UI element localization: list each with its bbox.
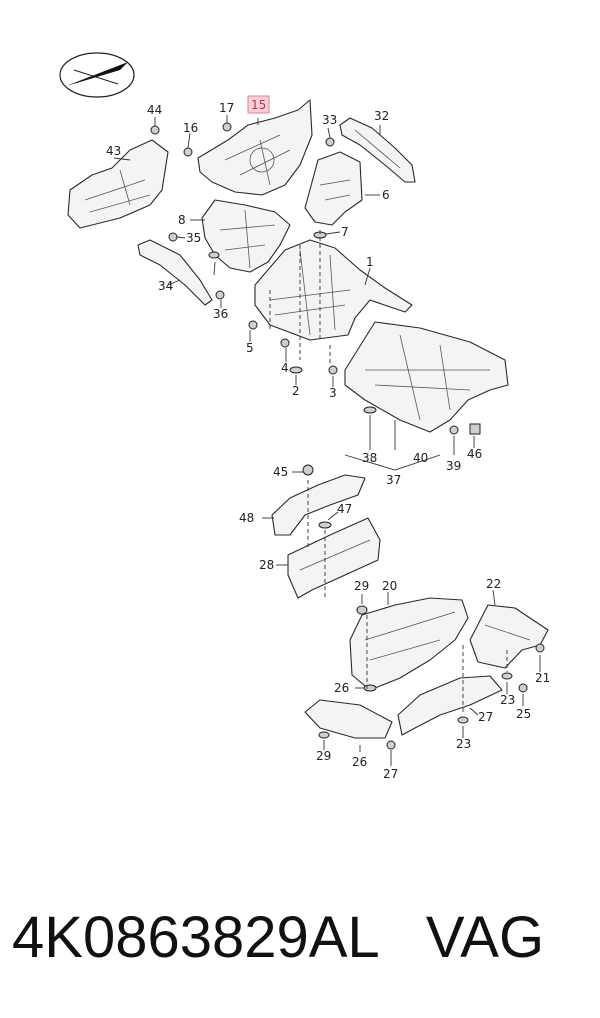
part-32-bracket bbox=[339, 117, 416, 183]
callout: 45 bbox=[273, 465, 288, 479]
callout: 20 bbox=[382, 579, 397, 593]
callout: 37 bbox=[386, 473, 401, 487]
callout: 21 bbox=[535, 671, 550, 685]
orientation-arrow-icon bbox=[59, 52, 135, 98]
callout: 32 bbox=[374, 109, 389, 123]
part-15-shield bbox=[197, 99, 313, 196]
callout: 8 bbox=[178, 213, 186, 227]
callout: 35 bbox=[186, 231, 201, 245]
callout: 25 bbox=[516, 707, 531, 721]
callout: 33 bbox=[322, 113, 337, 127]
callout: 3 bbox=[329, 386, 337, 400]
callout: 36 bbox=[213, 307, 228, 321]
part-47-shield bbox=[287, 517, 381, 599]
callout: 46 bbox=[467, 447, 482, 461]
fasteners bbox=[150, 122, 545, 750]
callout: 48 bbox=[239, 511, 254, 525]
callout: 6 bbox=[382, 188, 390, 202]
part-37-floor-shield bbox=[344, 321, 509, 433]
part-43-shield bbox=[67, 139, 169, 229]
callout-labels: 44 17 16 43 33 32 6 8 7 35 34 1 36 5 4 2… bbox=[106, 101, 550, 781]
callout: 38 bbox=[362, 451, 377, 465]
callout: 39 bbox=[446, 459, 461, 473]
part-25-bracket bbox=[397, 675, 503, 736]
callout: 23 bbox=[500, 693, 515, 707]
part-number: 4K0863829AL bbox=[12, 905, 378, 970]
callout: 4 bbox=[281, 361, 289, 375]
leader-lines bbox=[113, 115, 541, 766]
callout: 28 bbox=[259, 558, 274, 572]
callout: 47 bbox=[337, 502, 352, 516]
callout: 29 bbox=[316, 749, 331, 763]
callout: 5 bbox=[246, 341, 254, 355]
callout: 26 bbox=[334, 681, 349, 695]
part-45-bracket bbox=[271, 474, 366, 536]
part-footer: 4K0863829AL VAG bbox=[12, 898, 592, 978]
callout: 26 bbox=[352, 755, 367, 769]
callout: 40 bbox=[413, 451, 428, 465]
callout: 16 bbox=[183, 121, 198, 135]
part-1-tunnel-shield bbox=[254, 239, 413, 341]
callout: 7 bbox=[341, 225, 349, 239]
callout-15: 15 bbox=[251, 98, 266, 112]
part-6-shield bbox=[304, 151, 363, 226]
callout: 34 bbox=[158, 279, 173, 293]
part-20-shield bbox=[469, 604, 549, 669]
highlight-box-15 bbox=[247, 95, 270, 114]
brand: VAG bbox=[425, 905, 545, 970]
callout: 1 bbox=[366, 255, 374, 269]
callout: 43 bbox=[106, 144, 121, 158]
part-29-shield bbox=[349, 597, 469, 691]
callout: 23 bbox=[456, 737, 471, 751]
callout: 22 bbox=[486, 577, 501, 591]
callout: 17 bbox=[219, 101, 234, 115]
part-26-plate bbox=[304, 699, 393, 739]
callout: 27 bbox=[383, 767, 398, 781]
callout: 29 bbox=[354, 579, 369, 593]
part-34-bracket bbox=[137, 239, 213, 306]
callout: 27 bbox=[478, 710, 493, 724]
callout: 44 bbox=[147, 103, 162, 117]
callout: 2 bbox=[292, 384, 300, 398]
